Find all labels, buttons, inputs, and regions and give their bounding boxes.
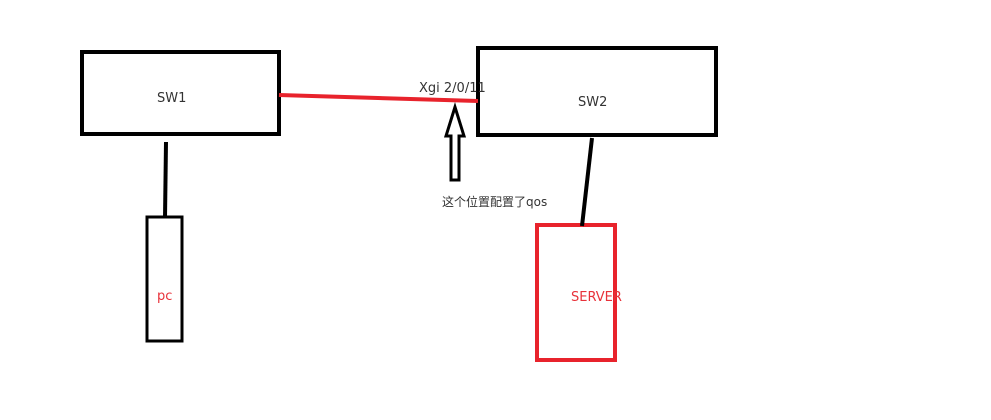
- pc-box: [145, 215, 184, 343]
- sw2-server-link: [580, 137, 594, 227]
- sw2-box: [476, 46, 718, 137]
- sw1-sw2-link: [278, 93, 479, 103]
- server-label: SERVER: [571, 290, 622, 305]
- sw1-box: [80, 50, 281, 136]
- sw2-label: SW2: [578, 95, 608, 110]
- port-label: Xgi 2/0/11: [419, 81, 486, 96]
- sw1-pc-link: [163, 141, 168, 219]
- sw1-label: SW1: [157, 91, 187, 106]
- qos-annotation: 这个位置配置了qos: [442, 195, 548, 209]
- pc-label: pc: [157, 289, 173, 304]
- arrow-up-icon: [443, 101, 467, 182]
- server-box: [535, 223, 617, 362]
